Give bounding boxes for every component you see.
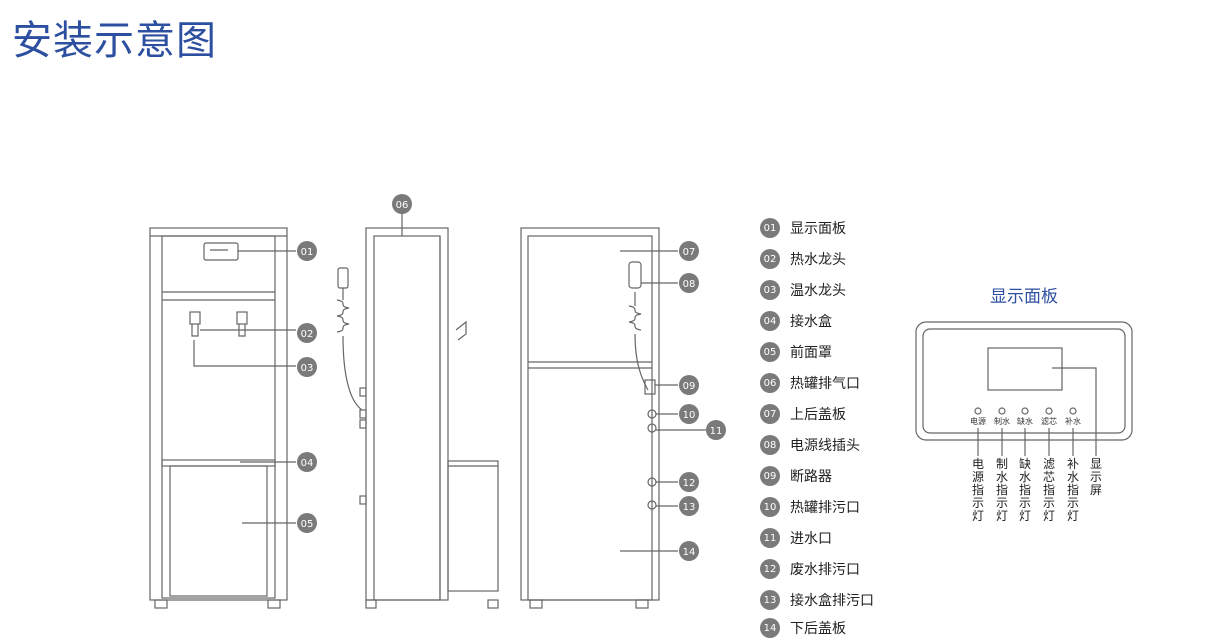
legend-label: 下后盖板 [790,621,846,637]
legend-number: 01 [760,218,780,238]
legend-label: 热水龙头 [790,252,846,268]
svg-text:10: 10 [683,410,696,421]
legend-number: 04 [760,311,780,331]
legend-item: 14 下后盖板 [760,616,980,640]
legend-number: 06 [760,373,780,393]
svg-text:05: 05 [301,519,314,530]
callout-10: 10 [679,404,699,424]
callout-04: 04 [297,452,317,472]
legend-item: 03 温水龙头 [760,278,980,302]
legend-label: 上后盖板 [790,407,846,423]
callout-13: 13 [679,496,699,516]
svg-text:04: 04 [301,458,314,469]
legend-number: 10 [760,497,780,517]
legend-label: 断路器 [790,469,832,485]
vertical-label-filter: 滤芯指示灯 [1042,457,1055,523]
svg-text:07: 07 [683,247,696,258]
legend-number: 02 [760,249,780,269]
callout-11: 11 [706,420,726,440]
display-screen [987,347,1063,391]
display-box [203,242,239,261]
svg-text:01: 01 [301,247,314,258]
svg-text:08: 08 [683,279,696,290]
legend-number: 09 [760,466,780,486]
legend-item: 11 进水口 [760,526,980,550]
vertical-label-screen: 显示屏 [1089,457,1102,497]
legend-label: 废水排污口 [790,562,860,578]
legend-label: 显示面板 [790,221,846,237]
legend-label: 前面罩 [790,345,832,361]
callout-03: 03 [297,357,317,377]
svg-text:13: 13 [683,502,696,513]
legend-label: 热罐排污口 [790,500,860,516]
legend-label: 接水盒 [790,314,832,330]
svg-text:06: 06 [396,200,409,211]
callouts: 01 02 03 04 05 06 07 08 09 10 11 12 13 1… [297,194,726,561]
side-view [336,212,499,609]
legend-label: 进水口 [790,531,832,547]
vertical-label-refill: 补水指示灯 [1066,457,1079,523]
indicator-label: 滤芯 [1041,417,1057,426]
back-view [520,227,706,609]
back-plug-icon [628,261,642,289]
legend-item: 02 热水龙头 [760,247,980,271]
legend-number: 03 [760,280,780,300]
vertical-label-water-shortage: 缺水指示灯 [1018,457,1031,523]
callout-12: 12 [679,472,699,492]
svg-text:12: 12 [683,478,696,489]
legend-number: 05 [760,342,780,362]
page-title: 安装示意图 [12,18,217,64]
legend-item: 10 热罐排污口 [760,495,980,519]
callout-05: 05 [297,513,317,533]
power-plug-icon [337,267,349,289]
callout-07: 07 [679,241,699,261]
indicator-label: 补水 [1065,417,1081,426]
svg-text:03: 03 [301,363,314,374]
callout-09: 09 [679,375,699,395]
indicator-label: 电源 [970,417,986,426]
svg-text:09: 09 [683,381,696,392]
legend-item: 01 显示面板 [760,216,980,240]
vertical-label-power: 电源指示灯 [971,457,984,523]
legend-item: 04 接水盒 [760,309,980,333]
legend-label: 电源线插头 [790,438,860,454]
warm-tap-icon [236,311,248,325]
panel-title: 显示面板 [990,287,1058,307]
callout-02: 02 [297,323,317,343]
legend-label: 温水龙头 [790,283,846,299]
legend-number: 08 [760,435,780,455]
hot-tap-icon [189,311,201,325]
legend-number: 13 [760,590,780,610]
display-panel-drawing [915,321,1133,456]
breaker-icon [644,379,656,395]
legend-number: 07 [760,404,780,424]
side-tap-icon [455,320,467,341]
indicator-label: 缺水 [1017,417,1033,426]
legend-item: 07 上后盖板 [760,402,980,426]
svg-text:02: 02 [301,329,314,340]
callout-01: 01 [297,241,317,261]
callout-06: 06 [392,194,412,214]
legend-item: 13 接水盒排污口 [760,588,980,612]
svg-text:14: 14 [683,547,696,558]
front-view [149,227,296,609]
callout-14: 14 [679,541,699,561]
callout-08: 08 [679,273,699,293]
indicator-label: 制水 [994,417,1010,426]
svg-text:11: 11 [710,426,723,437]
legend-item: 09 断路器 [760,464,980,488]
legend-number: 14 [760,618,780,638]
legend-item: 12 废水排污口 [760,557,980,581]
legend-number: 12 [760,559,780,579]
vertical-label-make-water: 制水指示灯 [995,457,1008,523]
legend-number: 11 [760,528,780,548]
legend-item: 06 热罐排气口 [760,371,980,395]
legend-item: 05 前面罩 [760,340,980,364]
legend-label: 接水盒排污口 [790,593,874,609]
legend-label: 热罐排气口 [790,376,860,392]
legend-item: 08 电源线插头 [760,433,980,457]
